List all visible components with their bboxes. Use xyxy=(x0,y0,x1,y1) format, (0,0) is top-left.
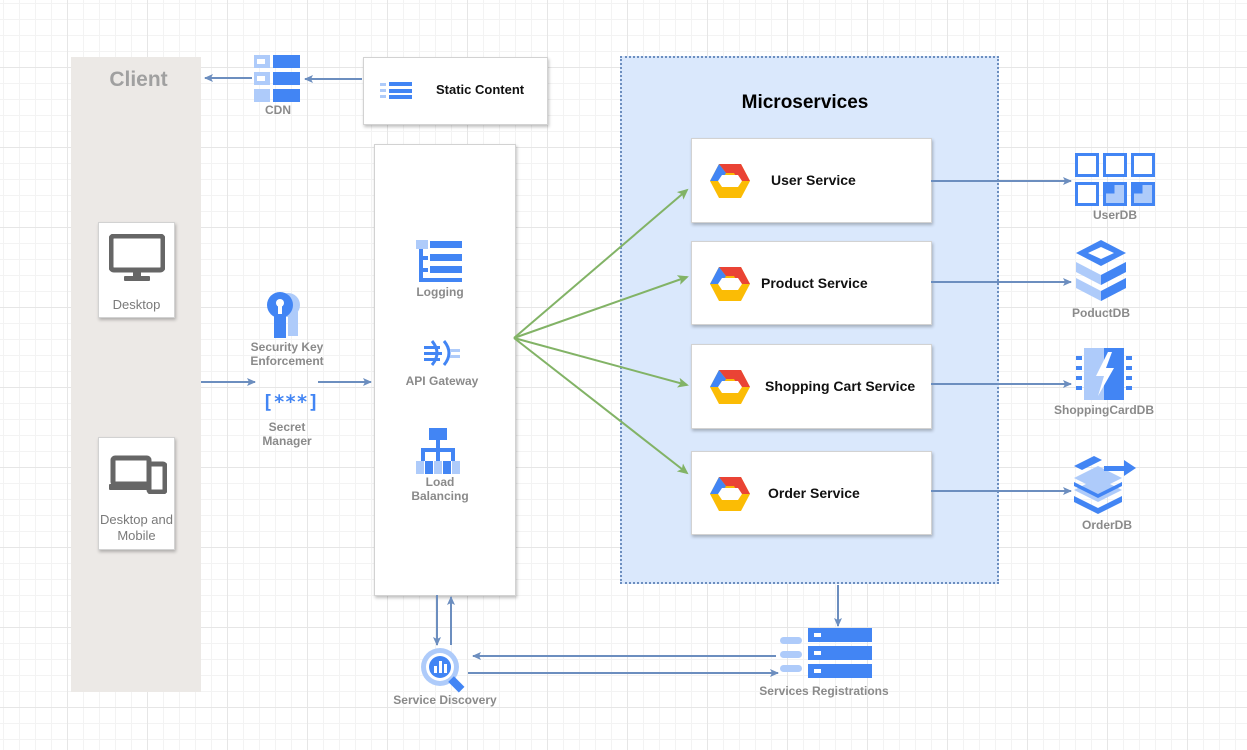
user-service-node[interactable]: User Service xyxy=(691,138,932,223)
server-stack-icon xyxy=(254,55,300,102)
product-service-node[interactable]: Product Service xyxy=(691,241,932,325)
devices-icon xyxy=(109,455,167,494)
orderdb-label: OrderDB xyxy=(1081,518,1132,532)
userdb-label: UserDB xyxy=(1092,208,1137,222)
static-content-label: Static Content xyxy=(436,82,525,97)
shoppingcarddb-label: ShoppingCardDB xyxy=(1054,403,1154,417)
key-icon xyxy=(267,292,300,338)
client-title: Client xyxy=(109,68,168,91)
cdn-label: CDN xyxy=(265,103,291,117)
datastore-icon xyxy=(1076,240,1126,301)
monitor-icon xyxy=(109,234,165,281)
static-content-node[interactable]: Static Content xyxy=(363,57,548,125)
desktop-label: Desktop xyxy=(112,297,161,312)
logging-label: Logging xyxy=(416,285,464,299)
search-icon xyxy=(421,648,465,693)
secret-manager-label: Secret Manager xyxy=(262,420,312,448)
dataflow-icon xyxy=(1074,456,1136,514)
shopping-cart-service-label: Shopping Cart Service xyxy=(765,378,916,394)
services-registrations-label: Services Registrations xyxy=(759,684,889,698)
load-balancing-label: Load Balancing xyxy=(411,475,469,503)
order-service-label: Order Service xyxy=(768,485,860,501)
registry-icon xyxy=(780,628,872,678)
gcp-hexagon-icon xyxy=(710,267,750,301)
list-icon xyxy=(380,82,412,99)
gcp-hexagon-icon xyxy=(710,164,750,198)
shopping-cart-service-node[interactable]: Shopping Cart Service xyxy=(691,344,932,429)
service-discovery-label: Service Discovery xyxy=(393,693,497,707)
gcp-hexagon-icon xyxy=(710,370,750,404)
gateway-column[interactable] xyxy=(374,144,516,596)
desktop-node[interactable]: Desktop xyxy=(98,222,175,318)
bigtable-icon xyxy=(1075,153,1155,206)
order-service-node[interactable]: Order Service xyxy=(691,451,932,535)
microservices-title: Microservices xyxy=(741,92,869,113)
user-service-label: User Service xyxy=(771,172,856,188)
api-gateway-label: API Gateway xyxy=(405,374,479,388)
security-key-label: Security Key Enforcement xyxy=(250,340,324,368)
api-gateway-icon xyxy=(424,340,460,366)
product-service-label: Product Service xyxy=(761,275,868,291)
logging-icon xyxy=(416,240,462,282)
desktop-mobile-label: Desktop and Mobile xyxy=(100,512,173,543)
memorystore-icon xyxy=(1076,348,1132,400)
desktop-mobile-node[interactable]: Desktop and Mobile xyxy=(98,437,175,550)
load-balancer-icon xyxy=(416,428,460,474)
client-lane xyxy=(71,57,201,692)
secret-manager-icon: [***] xyxy=(262,391,320,413)
gcp-hexagon-icon xyxy=(710,477,750,511)
poductdb-label: PoductDB xyxy=(1072,306,1130,320)
